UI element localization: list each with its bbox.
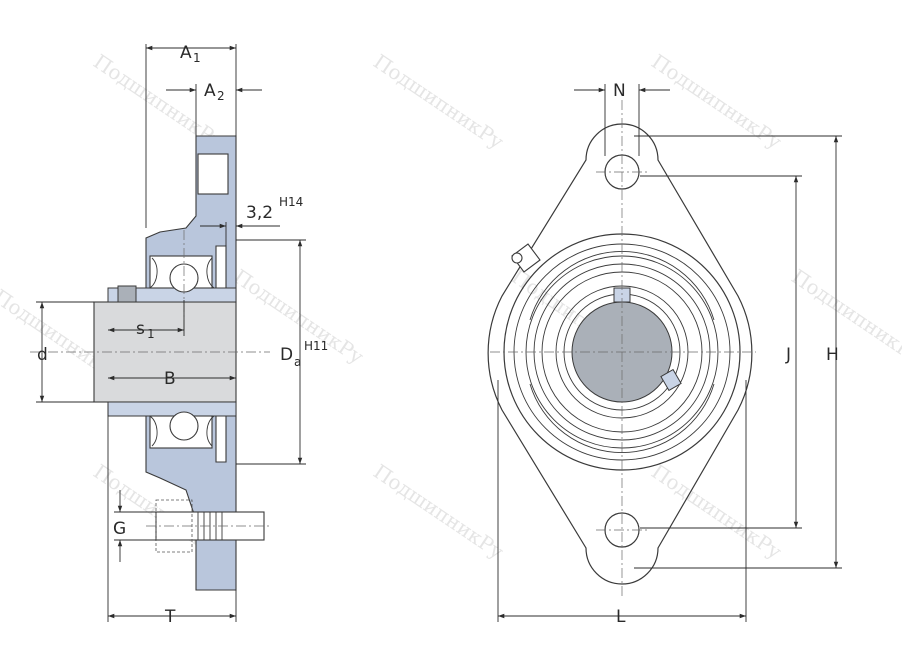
- label-n: N: [613, 81, 626, 101]
- label-h: H: [826, 345, 839, 365]
- bolt-head-hidden: [155, 499, 193, 553]
- watermark-9: ПодшипникРу: [369, 459, 508, 564]
- side-section-view: A 1 A 2 3,2 H14 D a H11 s 1 d B: [30, 43, 328, 627]
- watermark-3: ПодшипникРу: [647, 49, 786, 154]
- seal-lower-right: [206, 415, 215, 447]
- label-t: T: [164, 607, 176, 627]
- grease-nipple-tip: [511, 252, 523, 264]
- label-s1: s: [136, 319, 145, 339]
- set-screw-upper: [117, 285, 137, 303]
- label-chamfer-tol: H14: [279, 195, 303, 209]
- upper-bolt-hole: [197, 153, 229, 195]
- label-s1-sub: 1: [147, 327, 155, 341]
- inner-ring-lower: [107, 401, 237, 417]
- label-da-tol: H11: [304, 339, 328, 353]
- watermark-2: ПодшипникРу: [369, 49, 508, 154]
- grease-nipple: [511, 243, 541, 273]
- label-chamfer: 3,2: [246, 203, 273, 223]
- label-g: G: [113, 519, 126, 539]
- watermark-10: ПодшипникРу: [647, 459, 786, 564]
- seal-lower-left: [149, 415, 158, 447]
- label-a2-sub: 2: [217, 89, 225, 103]
- watermark-7: ПодшипникРу: [787, 264, 902, 369]
- set-screw-side: [660, 368, 682, 392]
- label-da-sub: a: [294, 355, 301, 369]
- label-d: d: [37, 345, 48, 365]
- label-l: L: [616, 607, 626, 627]
- watermark-5: ПодшипникРу: [229, 264, 368, 369]
- label-a1: A: [180, 43, 192, 63]
- label-j: J: [785, 345, 791, 365]
- seal-upper-right: [206, 257, 215, 289]
- ball-lower: [169, 411, 199, 441]
- label-da: D: [280, 345, 293, 365]
- label-a1-sub: 1: [193, 51, 201, 65]
- front-view: N J H L: [487, 81, 842, 627]
- label-a2: A: [204, 81, 216, 101]
- seal-upper-left: [149, 257, 158, 289]
- label-b: B: [164, 369, 176, 389]
